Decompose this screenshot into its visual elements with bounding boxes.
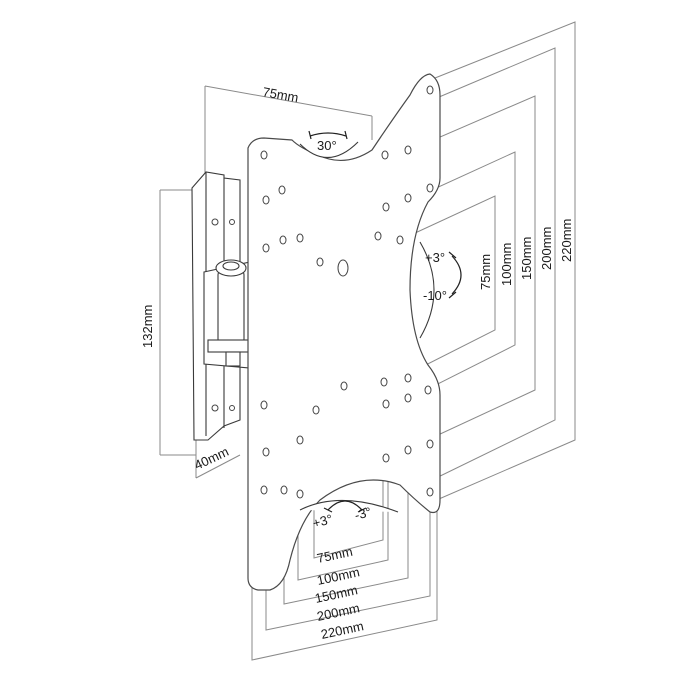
- plate-holes: [260, 85, 434, 499]
- swivel-arrow: [448, 251, 462, 299]
- plate-hole: [279, 235, 287, 245]
- depth-label: 40mm: [192, 444, 231, 473]
- vertical-dim-100: 100mm: [499, 243, 514, 286]
- plate-hole: [374, 231, 382, 241]
- plate-hole: [380, 377, 388, 387]
- horizontal-dimension-labels: 75mm 100mm 150mm 200mm 220mm: [314, 544, 366, 642]
- depth-dimension: [195, 440, 241, 479]
- plate-hole: [404, 373, 412, 383]
- plate-hole: [296, 233, 304, 243]
- plate-hole: [280, 485, 288, 495]
- plate-hole: [404, 145, 412, 155]
- plate-hole: [426, 439, 434, 449]
- level-arrow: [323, 500, 367, 513]
- plate-hole: [404, 445, 412, 455]
- level-minus-label: -3°: [353, 504, 373, 523]
- plate-hole: [262, 447, 270, 457]
- vertical-dimension-lines: [399, 21, 576, 503]
- plate-hole: [424, 385, 432, 395]
- plate-hole: [396, 235, 404, 245]
- plate-hole: [316, 257, 324, 267]
- plate-hole: [404, 393, 412, 403]
- plate-hole: [312, 405, 320, 415]
- plate-hole: [382, 399, 390, 409]
- plate-hole: [382, 202, 390, 212]
- plate-hole: [296, 435, 304, 445]
- vesa-plate: [247, 73, 441, 591]
- plate-hole: [262, 195, 270, 205]
- vertical-dim-150: 150mm: [519, 237, 534, 280]
- swivel-minus-label: -10°: [423, 288, 447, 303]
- plate-hole: [404, 193, 412, 203]
- vertical-dim-75: 75mm: [478, 254, 493, 290]
- plate-hole: [426, 487, 434, 497]
- center-slot: [337, 259, 349, 277]
- plate-hole: [426, 85, 434, 95]
- tilt-arrow: [308, 130, 348, 140]
- plate-hole: [260, 150, 268, 160]
- height-label: 132mm: [140, 305, 155, 348]
- plate-hole: [296, 489, 304, 499]
- top-width-dimension: [204, 85, 373, 175]
- vertical-dim-200: 200mm: [539, 227, 554, 270]
- plate-hole: [340, 381, 348, 391]
- plate-hole: [278, 185, 286, 195]
- tilt-label: 30°: [317, 138, 337, 153]
- swivel-plus-label: +3°: [425, 250, 445, 265]
- top-width-label: 75mm: [261, 84, 299, 105]
- plate-hole: [260, 400, 268, 410]
- vertical-dimension-labels: 75mm 100mm 150mm 200mm 220mm: [478, 219, 574, 290]
- horizontal-dim-75: 75mm: [316, 544, 354, 566]
- level-plus-label: +3°: [311, 511, 334, 531]
- plate-hole: [426, 183, 434, 193]
- height-dimension: [159, 189, 196, 456]
- plate-hole: [381, 150, 389, 160]
- plate-hole: [382, 453, 390, 463]
- vertical-dim-220: 220mm: [559, 219, 574, 262]
- plate-hole: [262, 243, 270, 253]
- plate-hole: [260, 485, 268, 495]
